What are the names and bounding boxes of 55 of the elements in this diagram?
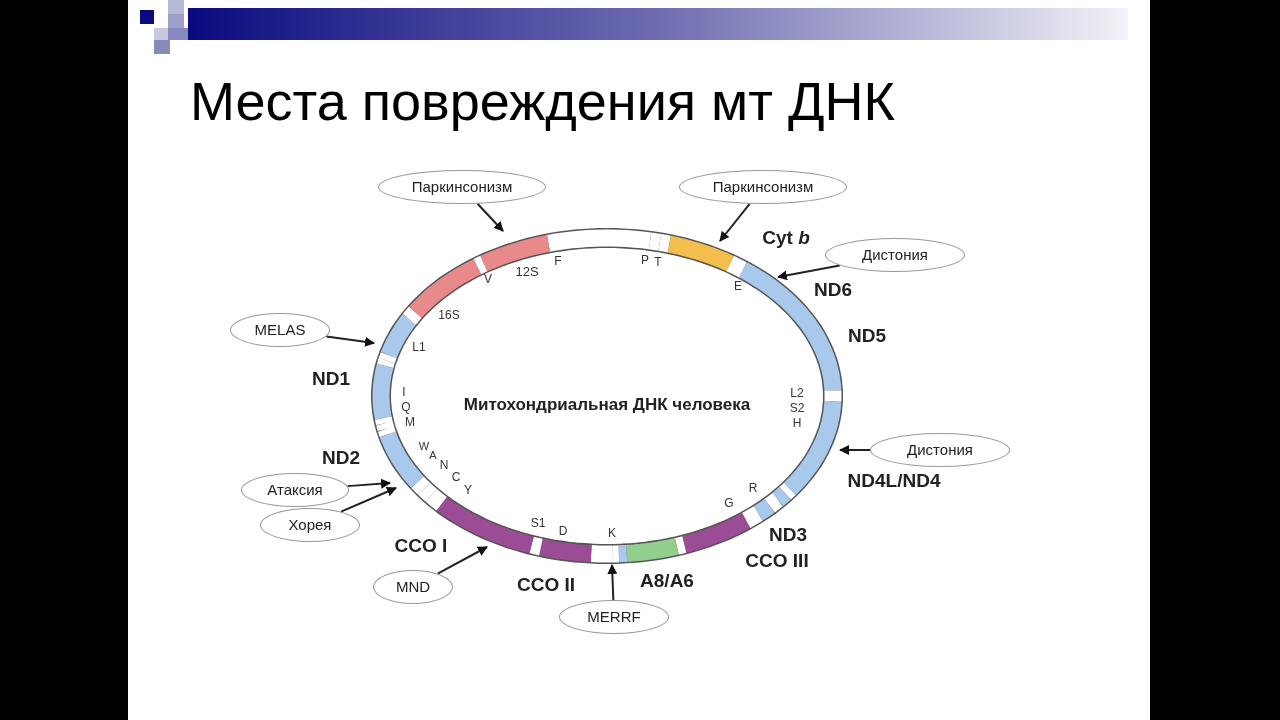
trna-label: R [748, 482, 758, 496]
disease-name: MND [395, 576, 431, 597]
gene-label: ND3 [769, 524, 807, 546]
arrow [340, 486, 397, 513]
arrow [839, 445, 871, 455]
arrow [777, 264, 841, 281]
trna-label: C [451, 471, 461, 485]
trna-label: 12S [515, 264, 539, 280]
trna-label: S1 [530, 517, 546, 531]
disease-name: Атаксия [267, 479, 323, 500]
arrow [607, 564, 618, 601]
disease-name: Дистония [907, 439, 973, 460]
trna-label: L2 [790, 387, 804, 401]
trna-label: A [429, 448, 437, 462]
disease-name: Хорея [288, 514, 332, 535]
trna-label: F [554, 255, 562, 269]
trna-label: K [608, 527, 616, 541]
trna-label: W [418, 439, 430, 452]
gene-label: ND5 [848, 325, 886, 347]
gene-label: CCO I [394, 535, 448, 557]
arrow [436, 546, 488, 575]
disease-name: Дистония [862, 244, 928, 265]
trna-label: Y [464, 484, 472, 498]
arrow [719, 202, 751, 242]
arrow [476, 202, 504, 232]
trna-label: 16S [438, 309, 460, 323]
trna-label: V [484, 273, 492, 287]
disease-name: MERRF [587, 606, 641, 627]
trna-label: E [734, 280, 742, 294]
gene-label: ND1 [312, 368, 350, 390]
trna-label: S2 [789, 402, 805, 416]
trna-label: Q [401, 401, 411, 415]
slide-title: Места повреждения мт ДНК [190, 72, 895, 132]
arrow [346, 478, 391, 489]
trna-label: D [558, 525, 568, 539]
gene-label: ND2 [322, 447, 360, 469]
gene-label: A8/A6 [640, 570, 694, 592]
gene-label: CCO II [516, 574, 576, 596]
trna-label: I [402, 386, 406, 400]
trna-label: H [792, 417, 802, 431]
gene-label: ND6 [814, 279, 852, 301]
gene-label: ND4L/ND4 [847, 470, 941, 492]
disease-name: MELAS [254, 319, 306, 340]
trna-label: M [405, 416, 415, 430]
disease-name: Паркинсонизм [411, 176, 513, 197]
trna-label: N [439, 459, 449, 473]
trna-label: L1 [412, 341, 426, 355]
center-caption: Митохондриальная ДНК человека [462, 395, 752, 415]
trna-label: P [641, 254, 649, 268]
trna-label: T [654, 256, 662, 270]
gene-label: Cyt b [762, 227, 810, 249]
disease-name: Паркинсонизм [712, 176, 814, 197]
trna-label: G [724, 497, 734, 511]
arrow [325, 335, 375, 347]
gene-label: CCO III [745, 550, 809, 572]
